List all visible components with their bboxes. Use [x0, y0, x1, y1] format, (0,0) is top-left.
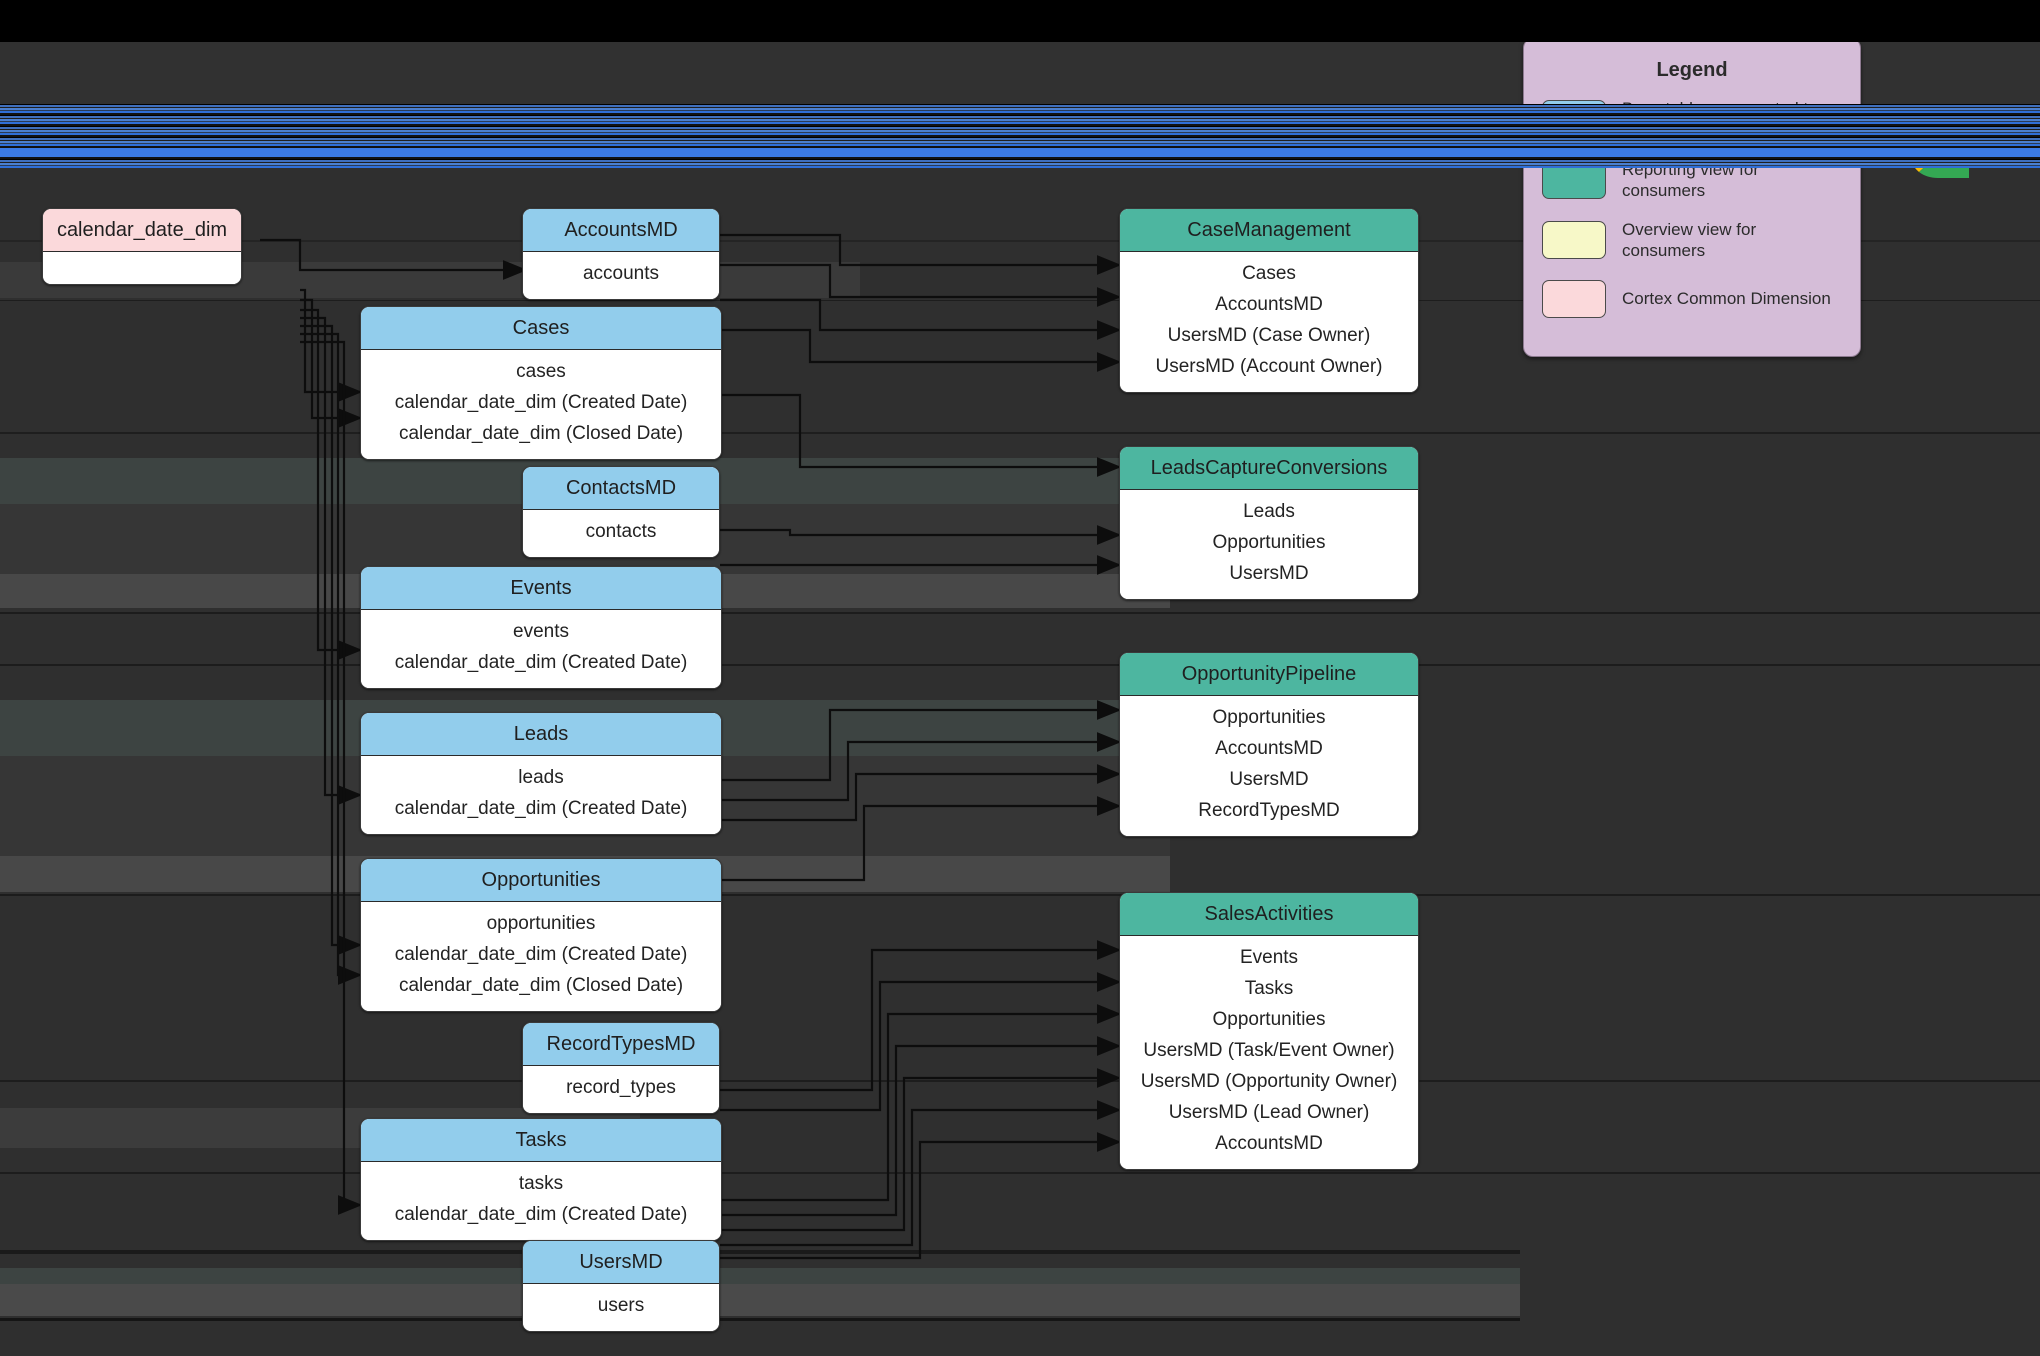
entity-field: Opportunities — [1212, 532, 1326, 553]
entity-field: calendar_date_dim (Closed Date) — [398, 423, 684, 444]
entity-box-leads[interactable]: Leads leads calendar_date_dim (Created Dat… — [360, 712, 722, 835]
entity-field: calendar_date_dim (Created Date) — [394, 392, 688, 413]
entity-field: AccountsMD — [1215, 294, 1323, 315]
entity-field: leads — [518, 767, 564, 788]
blue-accent-bar — [0, 148, 2040, 157]
entity-field: calendar_date_dim (Created Date) — [394, 944, 688, 965]
legend-swatch — [1542, 279, 1606, 318]
entity-field: Opportunities — [1212, 707, 1326, 728]
entity-title: AccountsMD — [523, 209, 719, 252]
entity-field: UsersMD (Case Owner) — [1167, 325, 1371, 346]
entity-field-list: users — [523, 1284, 719, 1331]
entity-field-list: leads calendar_date_dim (Created Date) — [361, 756, 721, 834]
entity-title: Tasks — [361, 1119, 721, 1162]
entity-field: Opportunities — [1212, 1009, 1326, 1030]
entity-field: RecordTypesMD — [1198, 800, 1340, 821]
entity-title: Opportunities — [361, 859, 721, 902]
entity-field: AccountsMD — [1215, 1133, 1323, 1154]
legend-item: Cortex Common Dimension — [1542, 279, 1842, 318]
entity-box-tasks[interactable]: Tasks tasks calendar_date_dim (Created Dat… — [360, 1118, 722, 1241]
entity-field: UsersMD — [1229, 769, 1309, 790]
entity-box-usersmd[interactable]: UsersMD users — [522, 1240, 720, 1332]
entity-box-calendar_date_dim[interactable]: calendar_date_dim — [42, 208, 242, 285]
entity-box-accountsmd[interactable]: AccountsMD accounts — [522, 208, 720, 300]
blue-scanline-band — [0, 104, 2040, 168]
entity-field: AccountsMD — [1215, 738, 1323, 759]
entity-box-recordtypesmd[interactable]: RecordTypesMD record_types — [522, 1022, 720, 1114]
entity-field: UsersMD (Task/Event Owner) — [1143, 1040, 1395, 1061]
entity-box-opportunities[interactable]: Opportunities opportunities calendar_date_… — [360, 858, 722, 1012]
legend-label: Cortex Common Dimension — [1622, 288, 1831, 308]
entity-field-list: opportunities calendar_date_dim (Created … — [361, 902, 721, 1011]
legend-label: Overview view for consumers — [1622, 220, 1757, 261]
top-black-bar — [0, 0, 2040, 42]
legend-swatch — [1542, 221, 1606, 260]
entity-field: opportunities — [486, 913, 596, 934]
entity-field-list: contacts — [523, 510, 719, 557]
entity-field-list — [43, 252, 241, 284]
entity-title: CaseManagement — [1120, 209, 1418, 252]
entity-field-list: tasks calendar_date_dim (Created Date) — [361, 1162, 721, 1240]
entity-field: contacts — [585, 521, 657, 542]
entity-title: RecordTypesMD — [523, 1023, 719, 1066]
entity-box-cases[interactable]: Cases cases calendar_date_dim (Created Dat… — [360, 306, 722, 460]
entity-field: record_types — [566, 1077, 676, 1098]
entity-field: calendar_date_dim (Created Date) — [394, 798, 688, 819]
entity-field: Tasks — [1244, 978, 1294, 999]
entity-field: tasks — [518, 1173, 564, 1194]
entity-field: UsersMD (Lead Owner) — [1168, 1102, 1370, 1123]
entity-field: UsersMD (Account Owner) — [1155, 356, 1383, 377]
entity-title: Cases — [361, 307, 721, 350]
entity-field: Events — [1239, 947, 1299, 968]
entity-box-events[interactable]: Events events calendar_date_dim (Created D… — [360, 566, 722, 689]
legend-item: Overview view for consumers — [1542, 219, 1842, 262]
entity-field: users — [597, 1295, 645, 1316]
entity-field-list: record_types — [523, 1066, 719, 1113]
entity-field: calendar_date_dim (Created Date) — [394, 652, 688, 673]
entity-field: events — [513, 621, 569, 642]
entity-field: Leads — [1243, 501, 1295, 522]
entity-box-contactsmd[interactable]: ContactsMD contacts — [522, 466, 720, 558]
entity-field-list: events calendar_date_dim (Created Date) — [361, 610, 721, 688]
entity-title: Events — [361, 567, 721, 610]
entity-title: calendar_date_dim — [43, 209, 241, 252]
entity-title: OpportunityPipeline — [1120, 653, 1418, 696]
entity-field: calendar_date_dim (Closed Date) — [398, 975, 684, 996]
entity-field: Cases — [1242, 263, 1296, 284]
entity-field: UsersMD — [1229, 563, 1309, 584]
entity-title: SalesActivities — [1120, 893, 1418, 936]
entity-field: UsersMD (Opportunity Owner) — [1140, 1071, 1398, 1092]
entity-title: UsersMD — [523, 1241, 719, 1284]
entity-title: LeadsCaptureConversions — [1120, 447, 1418, 490]
entity-title: Leads — [361, 713, 721, 756]
entity-field-list: cases calendar_date_dim (Created Date) cal… — [361, 350, 721, 459]
legend-title: Legend — [1656, 59, 1728, 81]
entity-field: calendar_date_dim (Created Date) — [394, 1204, 688, 1225]
entity-field: accounts — [582, 263, 660, 284]
entity-title: ContactsMD — [523, 467, 719, 510]
entity-field-list: accounts — [523, 252, 719, 299]
entity-field: cases — [516, 361, 566, 382]
